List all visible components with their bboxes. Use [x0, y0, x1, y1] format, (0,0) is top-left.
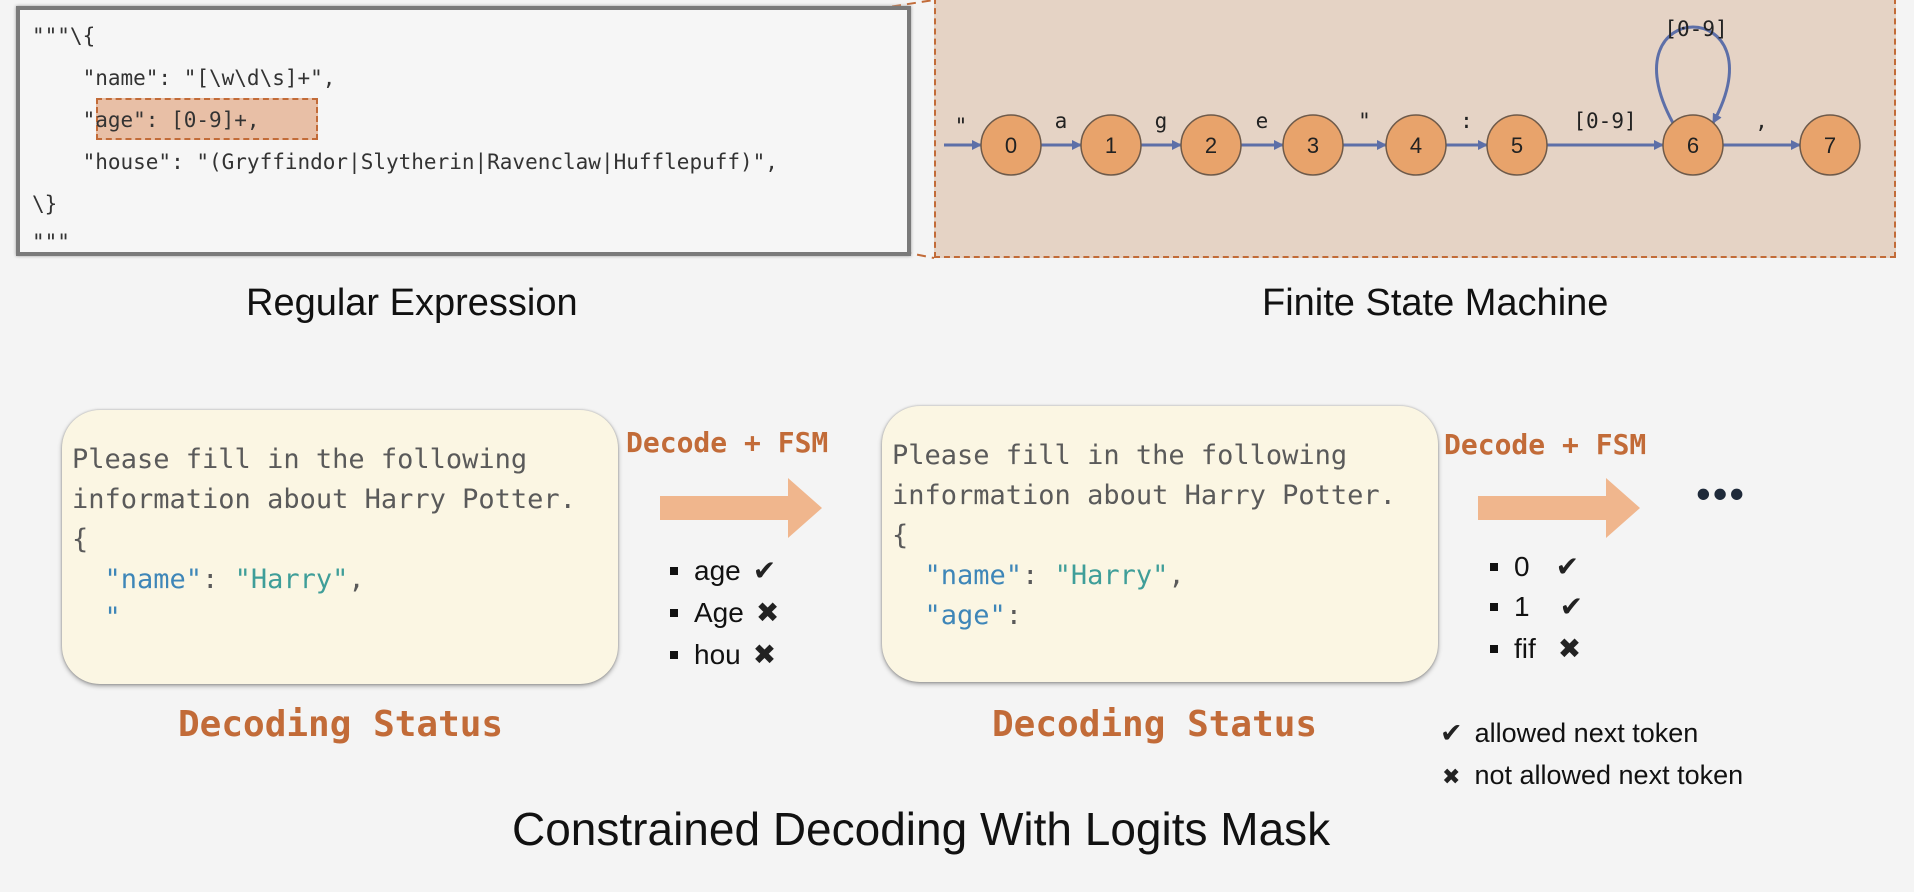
- token-item: Age ✖: [670, 596, 779, 630]
- decode-fsm-label-1: Decode + FSM: [626, 426, 829, 459]
- regex-line: \}: [32, 192, 58, 216]
- json-colon: :: [1005, 600, 1023, 631]
- regex-line: """\{: [32, 24, 96, 48]
- json-colon: :: [202, 564, 235, 595]
- token-text: age: [694, 555, 741, 586]
- regex-line: "name": "[\w\d\s]+",: [32, 66, 336, 90]
- token-item: 0✔: [1490, 550, 1579, 584]
- check-icon: ✔: [1440, 718, 1463, 749]
- regex-line: """: [32, 230, 70, 254]
- json-value: "Harry": [1054, 560, 1169, 591]
- regex-line: "house": "(Gryffindor|Slytherin|Ravencla…: [32, 150, 778, 174]
- check-icon: ✔: [752, 554, 777, 587]
- decoding-status-box-2: Please fill in the following information…: [882, 406, 1438, 682]
- token-text: 1: [1514, 591, 1530, 622]
- open-brace: {: [72, 524, 89, 555]
- decoding-status-label-1: Decoding Status: [178, 704, 504, 745]
- prompt-line-1: Please fill in the following: [892, 440, 1348, 471]
- check-icon: ✔: [1555, 550, 1580, 583]
- token-item: age ✔: [670, 554, 776, 588]
- token-item: 1✔: [1490, 590, 1583, 624]
- open-brace: {: [892, 520, 909, 551]
- legend-not-allowed-text: not allowed next token: [1474, 760, 1744, 790]
- decode-fsm-label-2: Decode + FSM: [1444, 428, 1647, 461]
- decode-arrow-2: [1478, 478, 1640, 538]
- cross-icon: ✖: [755, 596, 780, 629]
- prompt-line-2: information about Harry Potter.: [892, 480, 1396, 511]
- json-key: "age": [924, 600, 1006, 631]
- json-key: "name": [104, 564, 203, 595]
- fsm-panel: [934, 0, 1896, 258]
- token-item: hou ✖: [670, 638, 776, 672]
- decode-arrow-1: [660, 478, 822, 538]
- decoding-status-label-2: Decoding Status: [992, 704, 1318, 745]
- token-text: 0: [1514, 551, 1530, 582]
- regex-panel: """\{ "name": "[\w\d\s]+", "age": [0-9]+…: [16, 6, 911, 256]
- legend-allowed-text: allowed next token: [1474, 718, 1699, 748]
- regex-age-highlight: [96, 98, 318, 140]
- json-value: "Harry": [234, 564, 349, 595]
- cross-icon: ✖: [752, 638, 777, 671]
- token-text: hou: [694, 639, 741, 670]
- legend-not-allowed: ✖ not allowed next token: [1442, 760, 1743, 791]
- name-entry: "name": "Harry",: [72, 564, 365, 595]
- json-comma: ,: [348, 564, 365, 595]
- age-entry: "age":: [892, 600, 1023, 631]
- check-icon: ✔: [1559, 590, 1584, 623]
- cross-icon: ✖: [1442, 765, 1461, 790]
- decoding-status-box-1: Please fill in the following information…: [62, 410, 618, 684]
- token-text: fif: [1514, 633, 1536, 664]
- legend-allowed: ✔ allowed next token: [1440, 718, 1698, 749]
- ellipsis: •••: [1696, 470, 1747, 517]
- prompt-line-2: information about Harry Potter.: [72, 484, 576, 515]
- partial-token: ": [72, 602, 121, 633]
- cross-icon: ✖: [1557, 632, 1582, 665]
- json-key: "name": [924, 560, 1023, 591]
- fsm-caption: Finite State Machine: [1262, 282, 1609, 324]
- regex-line: "age": [0-9]+,: [32, 108, 260, 132]
- token-text: Age: [694, 597, 744, 628]
- json-comma: ,: [1168, 560, 1185, 591]
- prompt-line-1: Please fill in the following: [72, 444, 528, 475]
- figure-title: Constrained Decoding With Logits Mask: [512, 803, 1331, 855]
- json-colon: :: [1022, 560, 1055, 591]
- regex-caption: Regular Expression: [246, 282, 578, 324]
- token-item: fif ✖: [1490, 632, 1581, 666]
- partial-quote: ": [104, 602, 121, 633]
- name-entry: "name": "Harry",: [892, 560, 1185, 591]
